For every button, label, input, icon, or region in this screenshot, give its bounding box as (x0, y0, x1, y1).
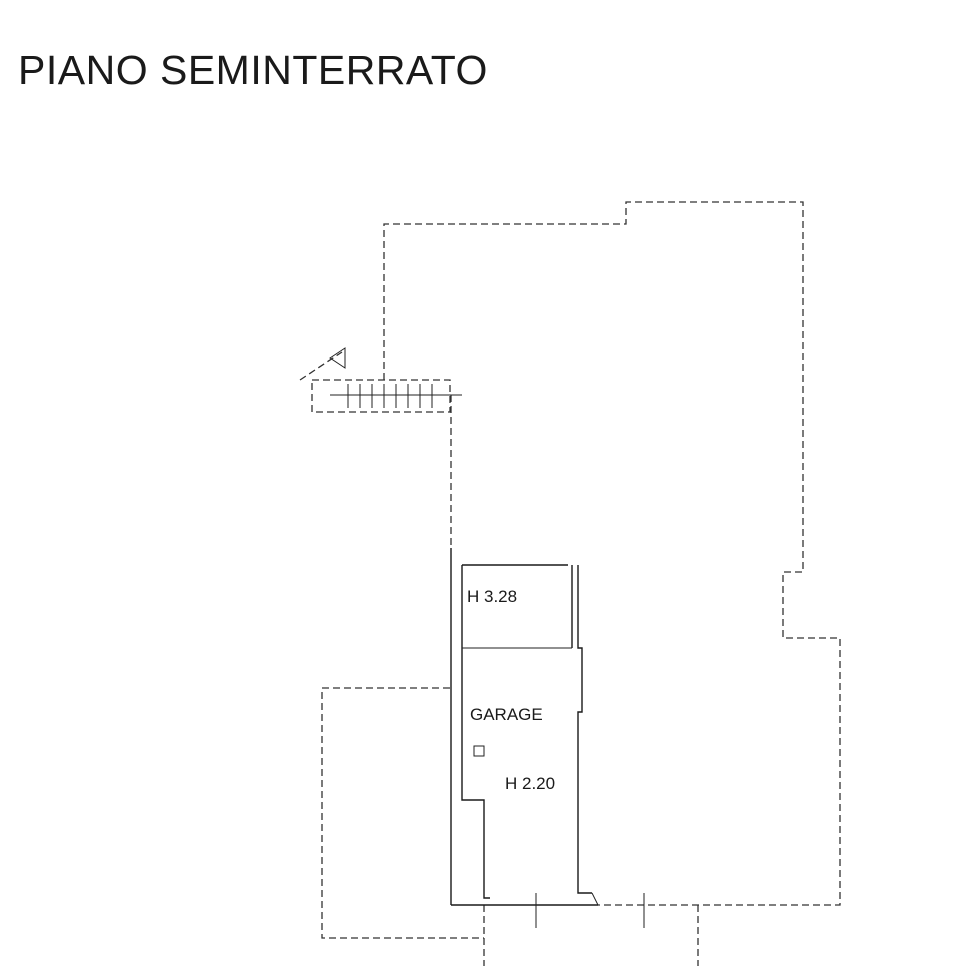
garage-name-label: GARAGE (470, 705, 543, 724)
page-title: PIANO SEMINTERRATO (18, 47, 488, 93)
garage-walls (450, 548, 645, 928)
drain-symbol (473, 745, 485, 757)
garage-height-label: H 2.20 (505, 774, 555, 793)
stair (299, 347, 462, 413)
building-outline (321, 201, 841, 966)
upper-room-height-label: H 3.28 (467, 587, 517, 606)
